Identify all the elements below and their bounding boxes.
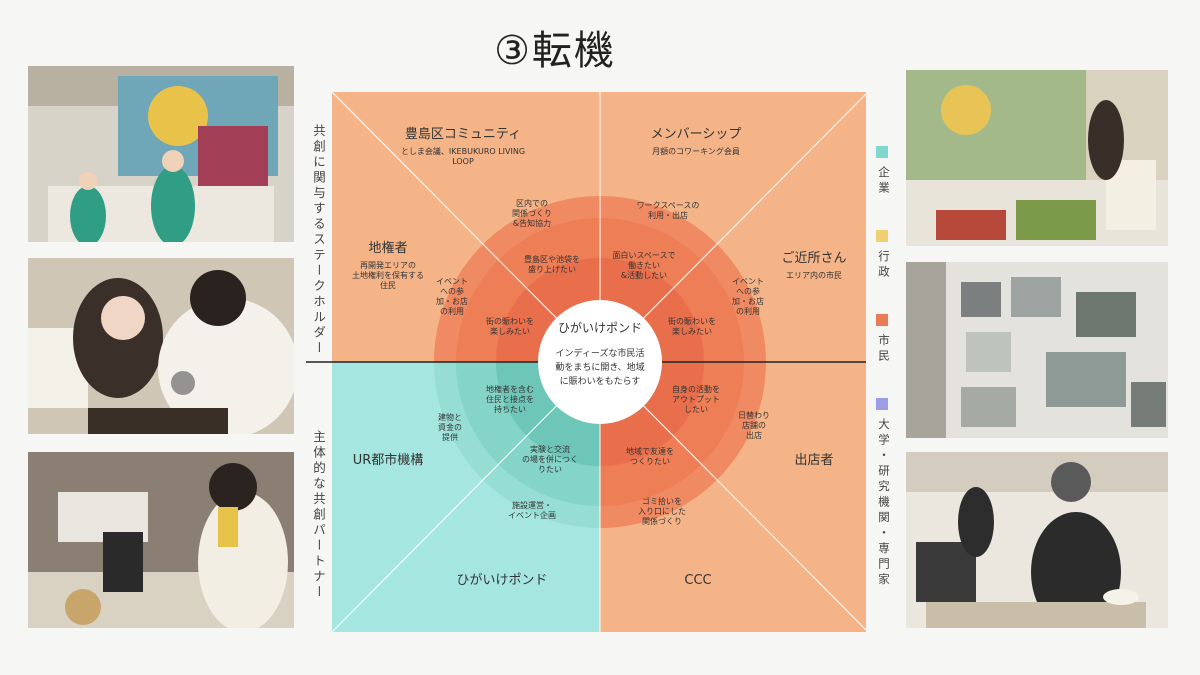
photo-market-stall: [906, 70, 1168, 246]
photo-kitchen: [28, 452, 294, 628]
legend-government: 行政: [876, 230, 891, 281]
stakeholder-landowner-desc-3: 住民: [380, 280, 396, 290]
inner-sw-3: 持ちたい: [494, 404, 526, 414]
stakeholder-member-desc: 月額のコワーキング会員: [652, 146, 740, 156]
inner-s-1: 実験と交流: [530, 444, 570, 454]
stakeholder-shop: 出店者: [794, 453, 833, 468]
outer-e-2: への参: [736, 286, 760, 296]
outer-w-4: の利用: [440, 306, 464, 316]
center-name: ひがいけポンド: [558, 320, 642, 335]
outer-nw-1: 区内での: [516, 198, 548, 208]
stakeholder-member: メンバーシップ: [651, 127, 742, 142]
stakeholder-landowner-desc-1: 再開発エリアの: [360, 261, 416, 270]
center-circle: [538, 300, 662, 424]
inner-s2-2: つくりたい: [630, 457, 670, 466]
legend-citizen: 市民: [876, 314, 891, 365]
outer-s-2: イベント企画: [508, 510, 556, 520]
legend-swatch-citizen: [876, 314, 888, 326]
center-desc-1: インディーズな市民活: [556, 347, 645, 359]
inner-s-2: の場を併につく: [522, 454, 578, 464]
legend-university: 大学・研究機関・専門家: [876, 398, 891, 589]
stakeholder-toshima-desc-1: としま会議、IKEBUKURO LIVING: [401, 146, 525, 156]
photo-dance-performance: [28, 66, 294, 242]
page-title: ③転機: [494, 28, 616, 74]
stakeholder-neighbor: ご近所さん: [781, 250, 846, 266]
stakeholder-landowner-desc-2: 土地権利を保有する: [352, 270, 424, 280]
legend-swatch-company: [876, 146, 888, 158]
legend-company: 企業: [876, 146, 891, 197]
photo-workshop: [28, 258, 294, 434]
stakeholder-ccc: CCC: [684, 573, 711, 588]
outer-sw-2: 資金の: [438, 422, 462, 432]
outer-w-3: 加・お店: [436, 296, 468, 306]
outer-nw-3: &告知協力: [513, 218, 551, 228]
inner-se-3: したい: [684, 405, 708, 414]
outer-s2-1: ゴミ拾いを: [642, 496, 682, 506]
inner-ne-2: 働きたい: [628, 260, 660, 270]
outer-s-1: 施設運営・: [512, 500, 552, 510]
outer-sw-1: 建物と: [438, 412, 462, 422]
inner-e-2: 楽しみたい: [672, 326, 712, 336]
legend-swatch-university: [876, 398, 888, 410]
inner-sw-1: 地権者を含む: [486, 384, 534, 394]
outer-sw-3: 提供: [442, 432, 458, 442]
stakeholder-landowner: 地権者: [368, 240, 407, 256]
label-partners: 主体的な共創パートナー: [311, 430, 326, 601]
inner-s-3: りたい: [538, 465, 562, 474]
inner-ne-3: &活動したい: [621, 270, 667, 280]
outer-e-1: イベント: [732, 277, 764, 286]
inner-nw-2: 盛り上げたい: [528, 264, 576, 274]
outer-s2-3: 関係づくり: [642, 517, 682, 526]
outer-ne-1: ワークスペースの: [637, 201, 700, 210]
center-desc-2: 動をまちに開き、地域: [555, 361, 644, 373]
outer-nw-2: 関係づくり: [512, 209, 552, 218]
outer-w-2: への参: [440, 286, 464, 296]
outer-s2-2: 入り口にした: [638, 507, 686, 516]
inner-w-2: 楽しみたい: [490, 326, 530, 336]
legend-swatch-government: [876, 230, 888, 242]
photo-exhibition-wall: [906, 262, 1168, 438]
inner-sw-2: 住民と接点を: [486, 394, 534, 404]
inner-w-1: 街の賑わいを: [486, 316, 534, 326]
center-desc-3: に賑わいをもたらす: [560, 376, 641, 387]
stakeholder-pond: ひがいけポンド: [456, 573, 547, 588]
inner-s2-1: 地域で友達を: [626, 446, 674, 456]
stakeholder-neighbor-desc: エリア内の市民: [786, 270, 842, 280]
outer-e-3: 加・お店: [732, 296, 764, 306]
outer-se-2: 店舗の: [742, 420, 766, 430]
inner-e-1: 街の賑わいを: [668, 316, 716, 326]
stakeholder-diagram: ひがいけポンド インディーズな市民活 動をまちに開き、地域 に賑わいをもたらす …: [306, 92, 866, 632]
outer-se-3: 出店: [746, 430, 762, 440]
stakeholder-toshima: 豊島区コミュニティ: [405, 127, 521, 142]
outer-w-1: イベント: [436, 277, 468, 286]
label-stakeholders: 共創に関与するステークホルダー: [311, 124, 326, 357]
outer-e-4: の利用: [736, 306, 760, 316]
outer-se-1: 日替わり: [738, 410, 770, 420]
outer-ne-2: 利用・出店: [648, 210, 688, 220]
inner-se-1: 自身の活動を: [672, 384, 720, 394]
inner-nw-1: 豊島区や池袋を: [524, 254, 580, 264]
inner-se-2: アウトプット: [672, 395, 720, 404]
stakeholder-ur: UR都市機構: [353, 452, 424, 468]
stakeholder-toshima-desc-2: LOOP: [452, 157, 474, 166]
inner-ne-1: 面白いスペースで: [612, 250, 675, 260]
photo-cooking: [906, 452, 1168, 628]
